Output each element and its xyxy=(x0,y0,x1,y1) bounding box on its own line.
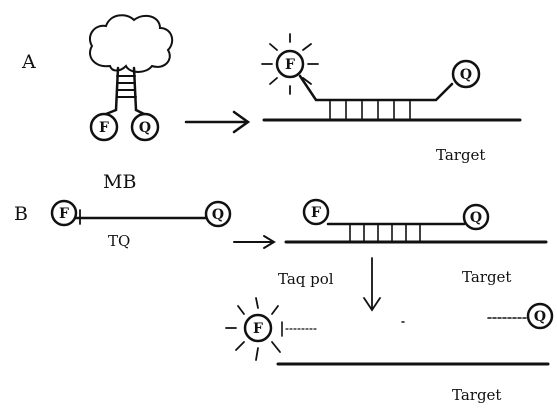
probe-name-mb: MB xyxy=(103,171,136,193)
tq-fluorophore-circle xyxy=(50,199,78,227)
arrow-a-head xyxy=(232,110,251,134)
panel-a-label: A xyxy=(21,51,36,73)
beacon-quencher-circle xyxy=(130,112,160,142)
bound-fluorophore-circle xyxy=(302,198,330,226)
glow-rays-b xyxy=(225,297,281,361)
arrow-down-head xyxy=(363,297,381,312)
cleaved-fluorophore-label: F xyxy=(253,321,263,337)
cleaved-quencher-label: Q xyxy=(534,309,546,325)
hybridization-rungs-b xyxy=(349,223,421,242)
tq-quencher-label: Q xyxy=(212,207,224,223)
open-fluorophore-circle xyxy=(275,49,305,79)
cleaved-fluorophore-circle xyxy=(243,313,273,343)
open-quencher-circle xyxy=(451,59,481,89)
probe-name-tq: TQ xyxy=(108,232,130,250)
target-label-b-top: Target xyxy=(462,268,511,286)
hybridized-probe-a xyxy=(298,74,454,102)
tq-fluorophore-label: F xyxy=(59,206,69,222)
arrow-b-head xyxy=(263,235,276,249)
beacon-stem-rungs xyxy=(116,75,137,98)
beacon-fluorophore-label: F xyxy=(99,120,109,136)
open-quencher-label: Q xyxy=(460,67,472,83)
bound-quencher-label: Q xyxy=(470,210,482,226)
enzyme-label: Taq pol xyxy=(278,270,334,288)
target-label-b-bottom: Target xyxy=(452,386,501,404)
beacon-loop xyxy=(88,14,174,73)
open-fluorophore-label: F xyxy=(285,57,295,73)
bound-quencher-circle xyxy=(462,203,490,231)
cleaved-quencher-circle xyxy=(526,302,554,330)
hybridization-rungs-a xyxy=(329,99,411,119)
panel-b-label: B xyxy=(14,203,28,225)
beacon-fluorophore-circle xyxy=(89,112,119,142)
target-label-a: Target xyxy=(436,146,485,164)
tq-quencher-circle xyxy=(204,200,232,228)
bound-fluorophore-label: F xyxy=(311,205,321,221)
beacon-quencher-label: Q xyxy=(139,120,151,136)
glow-rays-a xyxy=(261,33,319,95)
